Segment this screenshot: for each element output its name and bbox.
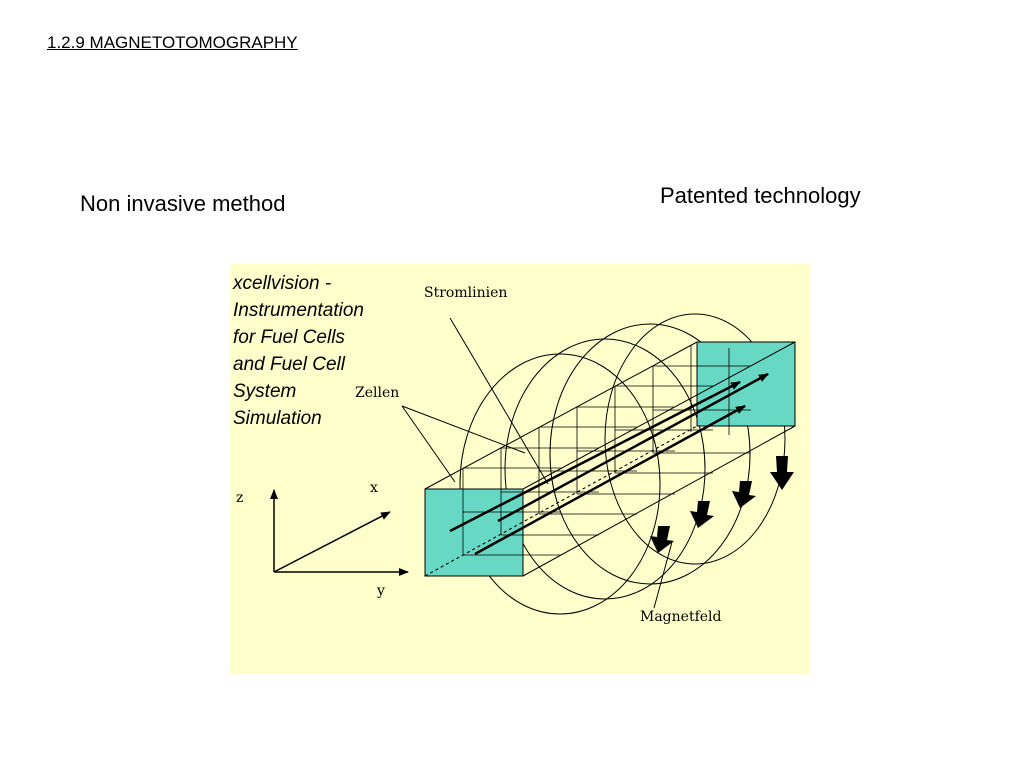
- label-axis-z: z: [236, 490, 243, 506]
- caption-line: and Fuel Cell: [233, 354, 345, 375]
- field-circle: [504, 338, 706, 600]
- left-caption: Non invasive method: [80, 191, 286, 216]
- magnetotomography-diagram: Stromlinien Zellen Magnetfeld x y z xcel…: [230, 264, 810, 674]
- field-circle: [604, 313, 786, 565]
- caption-line: Simulation: [233, 408, 322, 429]
- label-magnetfeld: Magnetfeld: [640, 609, 722, 625]
- figure-caption: xcellvision - Instrumentation for Fuel C…: [233, 270, 403, 432]
- caption-line: Instrumentation: [233, 300, 364, 321]
- current-arrows: [449, 372, 769, 556]
- field-circle: [549, 323, 751, 585]
- caption-line: xcellvision -: [233, 273, 332, 294]
- field-circles: [459, 313, 786, 615]
- back-cell-face: [696, 341, 796, 427]
- field-arrow: [690, 501, 714, 528]
- field-arrow: [650, 526, 674, 553]
- right-caption: Patented technology: [660, 183, 861, 208]
- axes: [270, 489, 409, 576]
- current-arrow: [474, 404, 746, 556]
- field-arrow: [770, 456, 794, 490]
- leader-lines: [401, 317, 673, 609]
- caption-line: for Fuel Cells: [233, 327, 345, 348]
- caption-line: System: [233, 381, 297, 402]
- current-arrow: [497, 372, 769, 523]
- current-arrow: [449, 380, 741, 533]
- label-axis-y: y: [376, 583, 385, 599]
- slide-title: 1.2.9 MAGNETOTOMOGRAPHY: [47, 33, 298, 52]
- label-stromlinien: Stromlinien: [424, 285, 507, 301]
- label-axis-x: x: [370, 480, 378, 496]
- field-arrows: [650, 456, 794, 553]
- x-axis: [273, 511, 391, 573]
- field-arrow: [732, 481, 756, 508]
- diagram-svg: Stromlinien Zellen Magnetfeld x y z: [236, 285, 796, 625]
- field-circle: [459, 353, 661, 615]
- label-zellen: Zellen: [355, 385, 399, 401]
